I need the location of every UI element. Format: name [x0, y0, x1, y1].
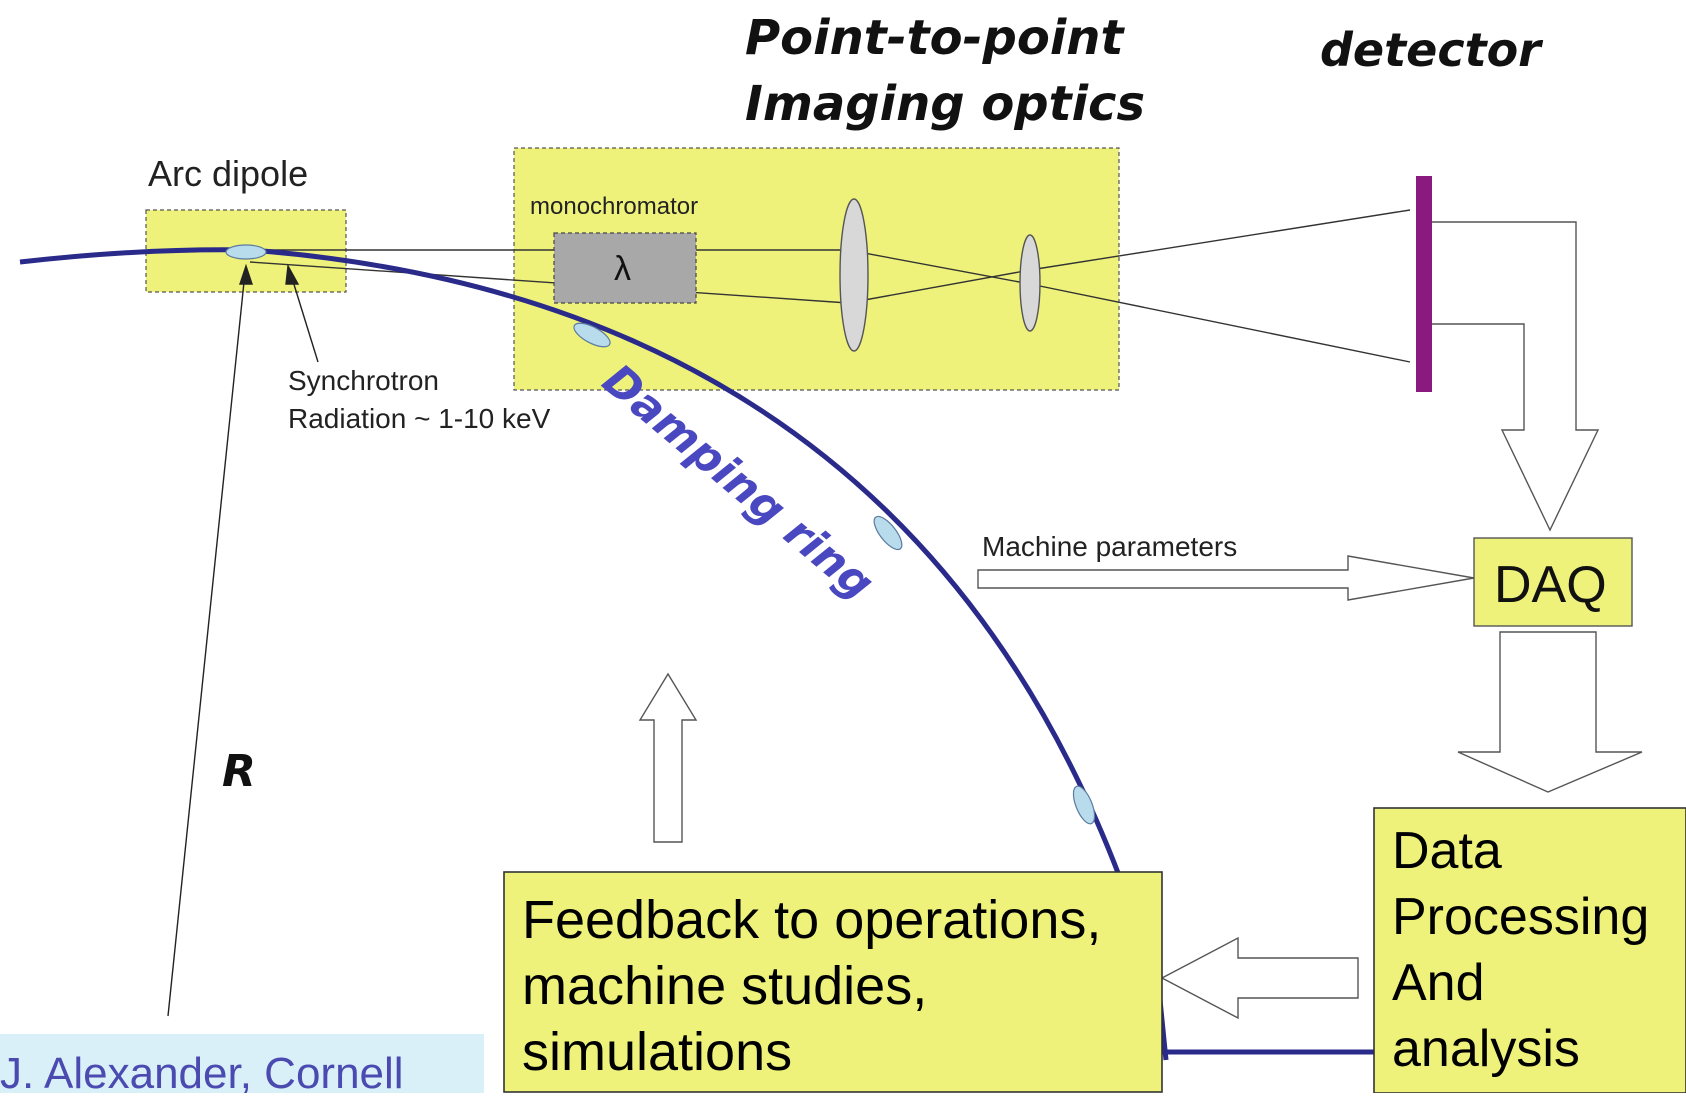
- monochromator-box: [553, 232, 697, 304]
- damping-ring: [19, 247, 1123, 879]
- processing-to-feedback-arrow: [1160, 936, 1359, 1020]
- lens-large: [839, 198, 869, 352]
- credit-label: J. Alexander, Cornell: [0, 1049, 404, 1093]
- processing-line4: analysis: [1392, 1020, 1580, 1078]
- optics-title-line1: Point-to-point: [745, 10, 1125, 66]
- daq-to-processing-arrow: [1457, 631, 1643, 793]
- electron-bunch: [225, 244, 267, 260]
- arc-dipole-label: Arc dipole: [148, 153, 308, 194]
- light-rays: [249, 209, 1411, 363]
- feedback-line3: simulations: [522, 1022, 792, 1082]
- lens-small: [1019, 234, 1041, 332]
- detector-bar: [1416, 176, 1432, 392]
- processing-line2: Processing: [1392, 888, 1649, 946]
- feedback-box: [503, 871, 1163, 1093]
- synchrotron-label-line1: Synchrotron: [288, 365, 439, 396]
- machine-parameters-label: Machine parameters: [982, 531, 1237, 562]
- daq-label: DAQ: [1494, 556, 1607, 614]
- synchrotron-label-line2: Radiation ~ 1-10 keV: [288, 403, 551, 434]
- processing-line3: And: [1392, 954, 1485, 1012]
- electron-bunch: [873, 515, 903, 551]
- data-processing-box: [1373, 807, 1686, 1094]
- electron-bunch: [1072, 785, 1096, 825]
- monochromator-label: monochromator: [530, 193, 698, 220]
- machine-parameters-arrow: [977, 555, 1475, 601]
- radius-label: R: [222, 746, 256, 797]
- feedback-line2: machine studies,: [522, 956, 927, 1016]
- electron-bunch: [573, 322, 611, 348]
- feedback-up-arrow: [638, 672, 698, 843]
- feedback-line1: Feedback to operations,: [522, 890, 1101, 950]
- detector-to-daq-arrow: [1432, 221, 1600, 532]
- processing-line1: Data: [1392, 822, 1502, 880]
- damping-ring-label: Damping ring: [593, 354, 883, 609]
- synchrotron-pointers: [239, 263, 319, 363]
- daq-box: [1473, 537, 1633, 627]
- radius-line: [167, 281, 245, 1017]
- lambda-symbol: λ: [614, 250, 631, 288]
- detector-label: detector: [1320, 23, 1544, 77]
- optics-title-line2: Imaging optics: [745, 76, 1145, 132]
- credit-background: [0, 1034, 484, 1093]
